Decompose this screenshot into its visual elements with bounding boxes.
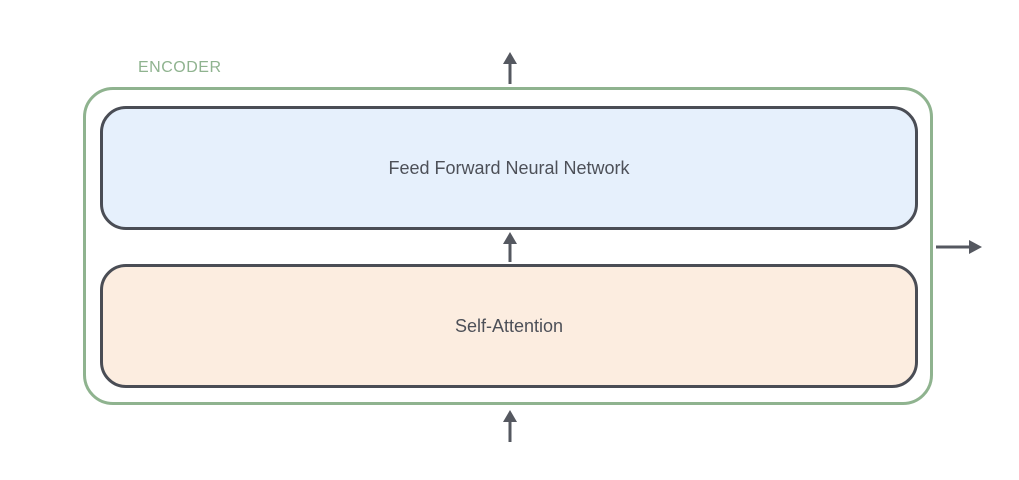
feed-forward-label: Feed Forward Neural Network xyxy=(388,157,630,178)
encoder-label: ENCODER xyxy=(138,59,222,76)
internal-arrow-up xyxy=(503,232,517,262)
input-arrow-up xyxy=(503,410,517,442)
encoder-frame xyxy=(83,87,933,405)
output-arrow-right xyxy=(936,240,982,254)
self-attention-label: Self-Attention xyxy=(454,315,564,336)
output-arrow-up xyxy=(503,52,517,84)
self-attention-layer[interactable]: Self-Attention xyxy=(100,264,918,388)
feed-forward-layer[interactable]: Feed Forward Neural Network xyxy=(100,106,918,230)
